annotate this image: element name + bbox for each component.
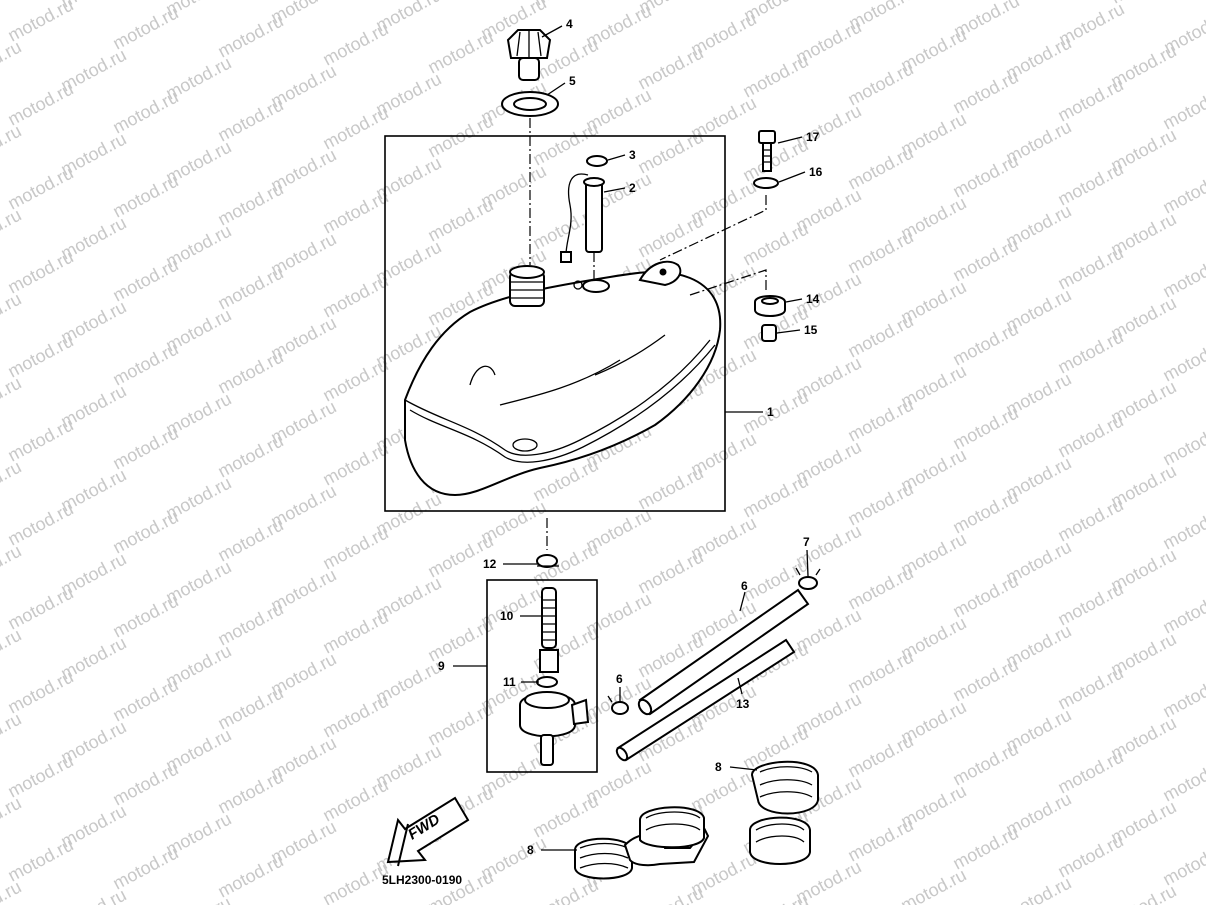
fuel-gauge-sender[interactable] (560, 173, 605, 263)
damper[interactable] (754, 295, 786, 317)
bolt-guide-line (659, 195, 767, 261)
callout-2: 2 (629, 181, 636, 195)
collar[interactable] (761, 324, 777, 342)
protector-left[interactable] (574, 806, 710, 880)
fuel-cap[interactable] (506, 29, 552, 81)
diagram-code: 5LH2300-0190 (382, 873, 462, 887)
callout-4: 4 (566, 17, 573, 31)
watermark-text: motod.ru (1002, 873, 1074, 905)
mount-washer[interactable] (753, 177, 779, 189)
watermark-text: motod.ru (0, 709, 25, 760)
watermark-text: motod.ru (0, 625, 25, 676)
watermark-text: motod.ru (634, 883, 706, 905)
callout-leaders (453, 25, 809, 851)
watermark-text: motod.ru (739, 891, 811, 905)
callout-9: 9 (438, 659, 445, 673)
callout-1: 1 (767, 405, 774, 419)
tank-group-frame (384, 135, 726, 512)
callout-13: 13 (736, 697, 750, 711)
watermark-text: motod.ru (0, 373, 25, 424)
fuel-cock-oring[interactable] (536, 676, 558, 688)
callout-15: 15 (804, 323, 818, 337)
fuel-cock-frame (486, 579, 598, 773)
fuel-tank[interactable] (404, 260, 722, 497)
fuel-pipe-6[interactable] (636, 588, 810, 716)
watermark-text: motod.ru (0, 541, 25, 592)
damper-guide-line (689, 269, 767, 296)
watermark-text: motod.ru (162, 893, 234, 905)
callout-14: 14 (806, 292, 820, 306)
watermark-text: motod.ru (529, 875, 601, 905)
watermark-text: motod.ru (0, 205, 25, 256)
watermark-text: motod.ru (319, 859, 391, 905)
cap-gasket[interactable] (501, 91, 559, 117)
callout-17: 17 (806, 130, 820, 144)
watermark-text: motod.ru (0, 289, 25, 340)
callout-6-lower: 6 (616, 672, 623, 686)
mount-bolt[interactable] (758, 130, 776, 172)
protector-right[interactable] (749, 760, 819, 865)
fwd-arrow-icon: FWD (386, 796, 470, 867)
callout-6-upper: 6 (741, 579, 748, 593)
callout-12: 12 (483, 557, 497, 571)
hose-clip-upper[interactable] (795, 567, 821, 590)
watermark-text: motod.ru (57, 885, 129, 905)
callout-11: 11 (503, 675, 516, 689)
watermark-text: motod.ru (0, 0, 25, 4)
fuel-cock[interactable] (519, 587, 590, 766)
callout-10: 10 (500, 609, 514, 623)
callout-7: 7 (803, 535, 810, 549)
watermark-text: motod.ru (0, 37, 25, 88)
callout-8-right: 8 (715, 760, 722, 774)
fuel-pipe-13[interactable] (615, 638, 796, 762)
gauge-washer[interactable] (586, 155, 608, 167)
callout-3: 3 (629, 148, 636, 162)
watermark-text: motod.ru (897, 865, 969, 905)
callout-8-left: 8 (527, 843, 534, 857)
watermark-text: motod.ru (0, 121, 25, 172)
watermark-text: motod.ru (0, 457, 25, 508)
watermark-text: motod.ru (1107, 881, 1179, 905)
callout-5: 5 (569, 74, 576, 88)
cock-clip[interactable] (536, 554, 559, 568)
watermark-text: motod.ru (0, 793, 25, 844)
callout-16: 16 (809, 165, 823, 179)
